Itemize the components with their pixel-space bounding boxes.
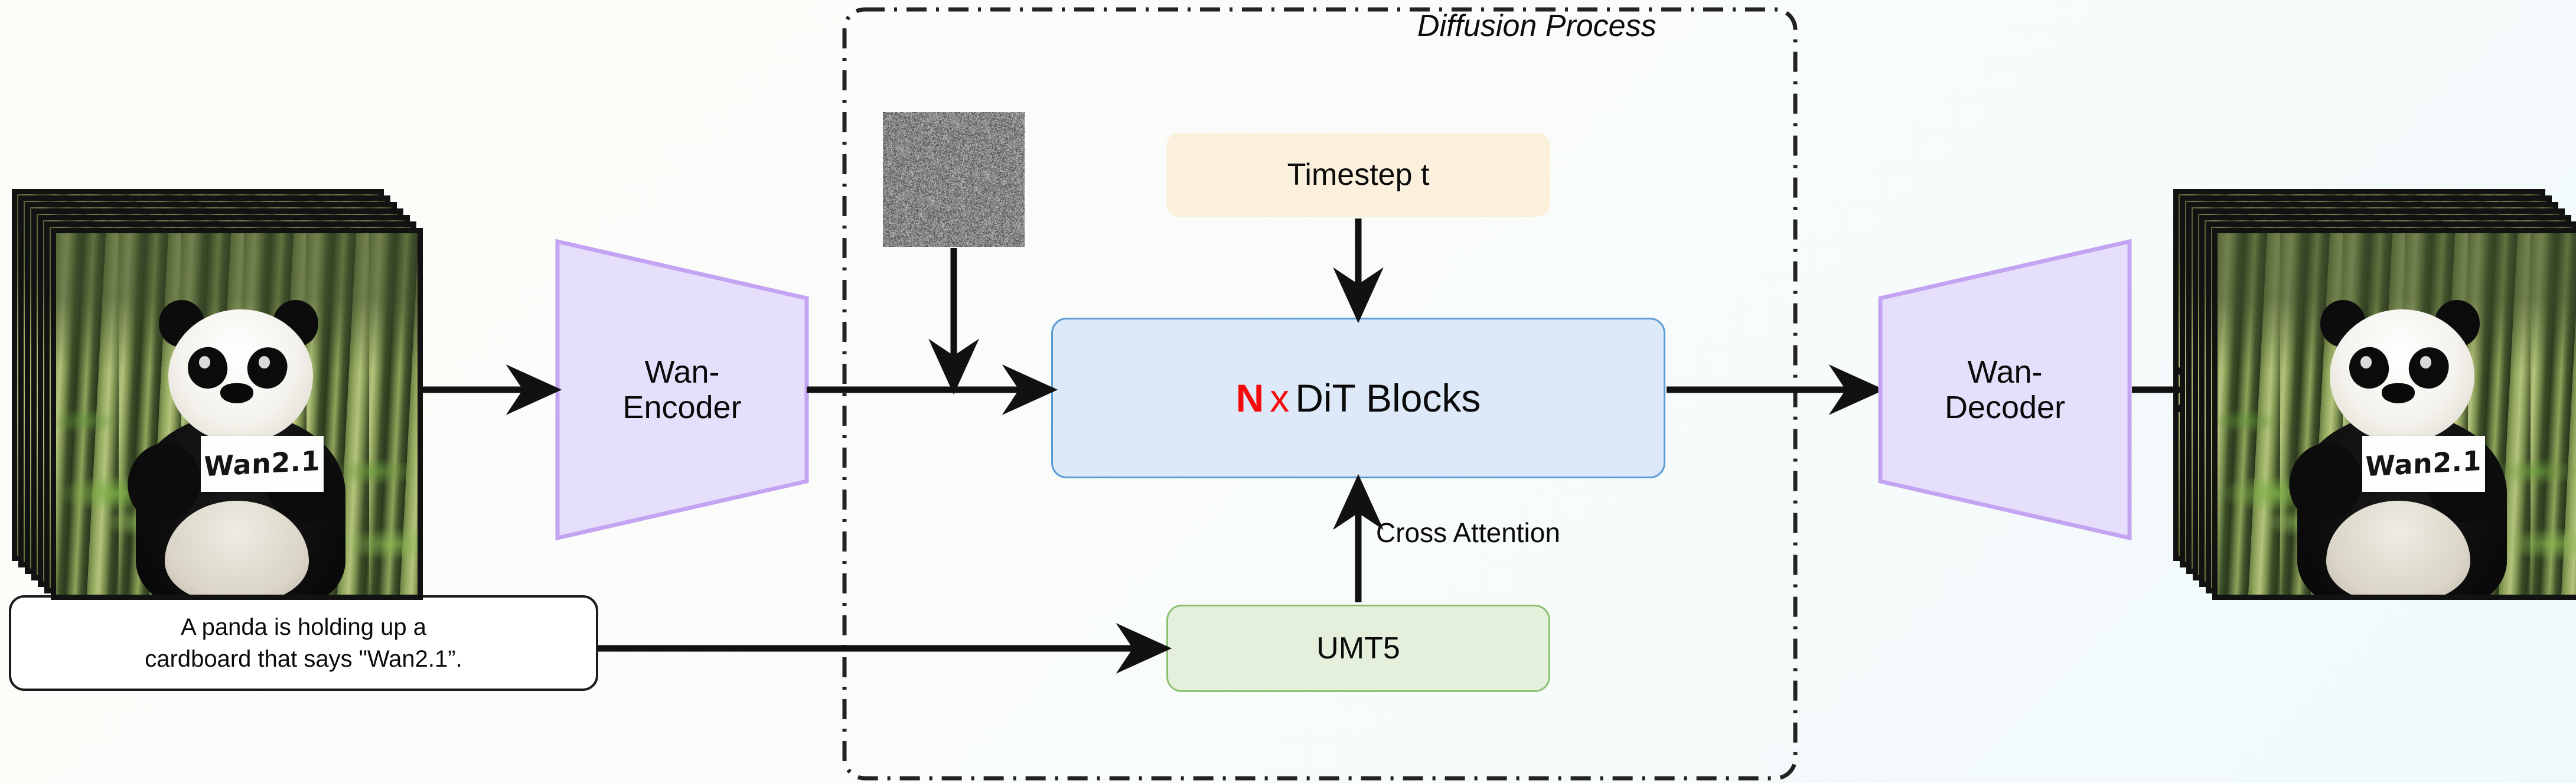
prompt-line-1: A panda is holding up a xyxy=(181,614,426,640)
encoder-label: Wan- Encoder xyxy=(555,239,809,540)
dit-blocks-label: DiT Blocks xyxy=(1295,376,1481,420)
video-frame: Wan2.1 xyxy=(51,228,423,600)
input-video-frames: Wan2.1Wan2.1Wan2.1Wan2.1Wan2.1Wan2.1Wan2… xyxy=(12,189,425,600)
timestep-label: Timestep t xyxy=(1287,158,1430,192)
diffusion-process-container xyxy=(842,7,1798,781)
cardboard-sign-text: Wan2.1 xyxy=(203,444,321,483)
dit-blocks-node[interactable]: N x DiT Blocks xyxy=(1051,318,1665,478)
decoder-label-line1: Wan- xyxy=(1967,354,2043,390)
dit-repeat-count: N xyxy=(1235,376,1264,420)
diffusion-dash-dot-border xyxy=(842,7,1798,781)
panda-figure: Wan2.1 xyxy=(2218,233,2576,595)
umt5-label: UMT5 xyxy=(1316,631,1400,665)
video-frame: Wan2.1 xyxy=(2212,228,2576,600)
gaussian-noise-latent xyxy=(883,112,1025,247)
encoder-label-line2: Encoder xyxy=(622,390,742,425)
decoder-label-line2: Decoder xyxy=(1944,390,2066,425)
timestep-node[interactable]: Timestep t xyxy=(1166,133,1550,217)
cardboard-sign: Wan2.1 xyxy=(200,435,324,492)
prompt-line-2: cardboard that says "Wan2.1”. xyxy=(145,646,462,672)
decoder-trapezoid-shape xyxy=(1878,239,2132,541)
cross-attention-label: Cross Attention xyxy=(1376,517,1560,548)
wan-encoder-block[interactable]: Wan- Encoder xyxy=(555,239,809,541)
encoder-trapezoid-shape xyxy=(555,239,809,541)
wan-decoder-block[interactable]: Wan- Decoder xyxy=(1878,239,2132,541)
diffusion-process-label: Diffusion Process xyxy=(1417,9,1657,43)
encoder-label-line1: Wan- xyxy=(644,354,720,390)
output-video-frames: Wan2.1Wan2.1Wan2.1Wan2.1Wan2.1Wan2.1Wan2… xyxy=(2173,189,2576,600)
dit-multiply-icon: x xyxy=(1270,376,1290,420)
panda-figure: Wan2.1 xyxy=(56,233,418,595)
prompt-textbox[interactable]: A panda is holding up a cardboard that s… xyxy=(9,595,598,691)
cardboard-sign: Wan2.1 xyxy=(2362,435,2485,492)
decoder-label: Wan- Decoder xyxy=(1878,239,2132,540)
umt5-text-encoder-node[interactable]: UMT5 xyxy=(1166,605,1550,692)
cardboard-sign-text: Wan2.1 xyxy=(2365,444,2482,483)
